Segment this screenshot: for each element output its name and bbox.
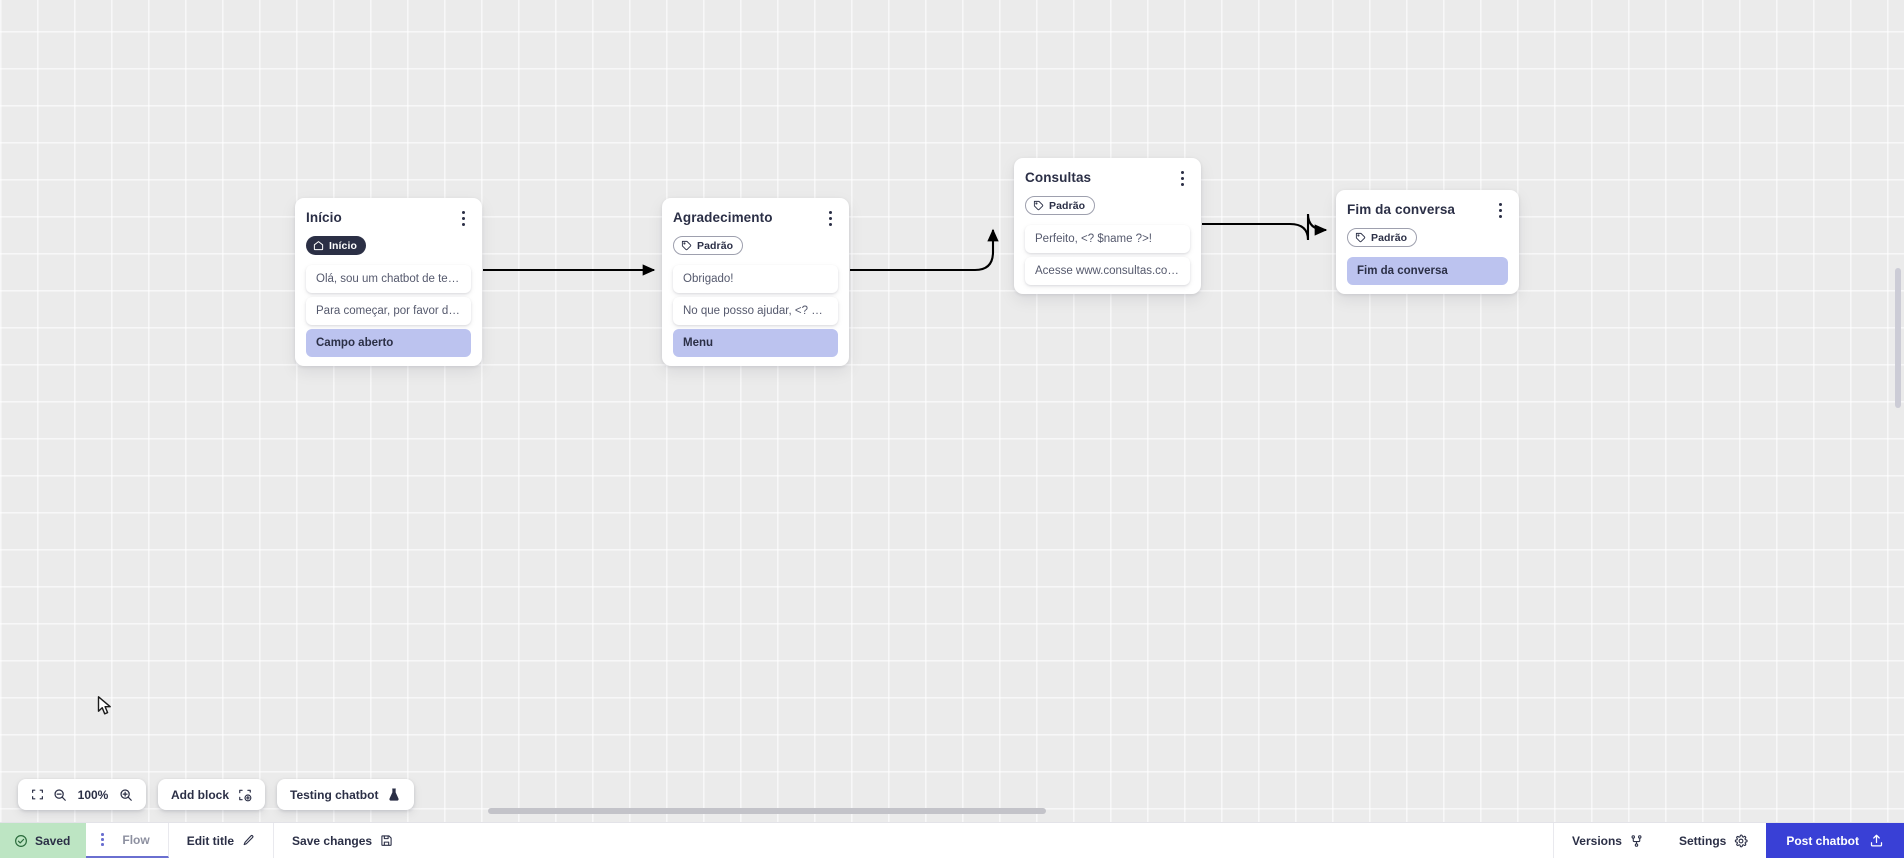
status-bar-spacer — [411, 823, 1553, 858]
flow-node-fim-da-conversa[interactable]: Fim da conversa Padrão Fim da conversa — [1336, 190, 1519, 294]
status-bar: Saved Flow Edit title Save changes Versi… — [0, 822, 1904, 858]
versions-button[interactable]: Versions — [1554, 823, 1661, 858]
node-title: Início — [306, 210, 342, 225]
status-bar-right: Versions Settings Post chatbot — [1552, 823, 1904, 858]
edit-title-label: Edit title — [186, 833, 235, 848]
node-menu-button[interactable] — [1174, 169, 1190, 187]
save-changes-button[interactable]: Save changes — [274, 823, 411, 858]
node-badge-label: Padrão — [1371, 231, 1408, 244]
save-disk-icon — [381, 835, 392, 846]
zoom-out-icon[interactable] — [53, 788, 67, 802]
add-block-label: Add block — [171, 787, 230, 802]
add-block-button[interactable]: Add block — [158, 779, 266, 810]
zoom-in-icon[interactable] — [119, 788, 133, 802]
node-header: Agradecimento — [673, 209, 838, 227]
node-header: Consultas — [1025, 169, 1190, 187]
edge-agradecimento-consultas — [850, 228, 999, 272]
node-menu-button[interactable] — [822, 209, 838, 227]
settings-button[interactable]: Settings — [1661, 823, 1766, 858]
zoom-level-label: 100% — [77, 787, 109, 802]
edit-title-button[interactable]: Edit title — [169, 823, 275, 858]
post-chatbot-button[interactable]: Post chatbot — [1766, 823, 1904, 858]
node-header: Início — [306, 209, 471, 227]
tag-icon — [1033, 200, 1044, 211]
node-badge-label: Padrão — [1049, 199, 1086, 212]
node-badge-row: Padrão — [1025, 196, 1190, 216]
node-rows: Olá, sou um chatbot de teste! Para começ… — [306, 265, 471, 357]
node-title: Fim da conversa — [1347, 202, 1456, 217]
zoom-controls[interactable]: 100% — [18, 779, 146, 810]
node-badge-row: Padrão — [1347, 228, 1508, 248]
gear-icon — [1735, 833, 1749, 847]
pencil-icon — [243, 835, 254, 846]
flow-canvas[interactable]: Início Início Olá, sou um chatbot de tes… — [0, 0, 1904, 822]
flow-node-consultas[interactable]: Consultas Padrão Perfeito, <? $name ?>! … — [1014, 158, 1201, 294]
node-title: Agradecimento — [673, 210, 773, 225]
branch-icon — [1631, 834, 1642, 847]
node-badge-padrao[interactable]: Padrão — [1347, 228, 1418, 247]
versions-label: Versions — [1571, 833, 1622, 848]
node-rows: Perfeito, <? $name ?>! Acesse www.consul… — [1025, 225, 1190, 285]
flask-icon — [389, 788, 400, 801]
node-row[interactable]: Obrigado! — [673, 265, 838, 293]
node-row-highlight[interactable]: Campo aberto — [306, 329, 471, 357]
canvas-toolbar: 100% Add block Testing chatbot — [18, 779, 415, 810]
node-badge-padrao[interactable]: Padrão — [673, 236, 744, 255]
node-row[interactable]: Acesse www.consultas.com par... — [1025, 257, 1190, 285]
flow-node-agradecimento[interactable]: Agradecimento Padrão Obrigado! No que po… — [662, 198, 849, 366]
node-badge-label: Padrão — [697, 239, 734, 252]
flow-node-inicio[interactable]: Início Início Olá, sou um chatbot de tes… — [295, 198, 482, 366]
node-row[interactable]: No que posso ajudar, <? $name ... — [673, 297, 838, 325]
fit-screen-icon[interactable] — [31, 788, 44, 801]
node-rows: Fim da conversa — [1347, 257, 1508, 285]
kebab-icon[interactable] — [96, 833, 108, 846]
saved-status[interactable]: Saved — [0, 823, 87, 858]
node-row[interactable]: Perfeito, <? $name ?>! — [1025, 225, 1190, 253]
node-badge-inicio[interactable]: Início — [306, 236, 367, 255]
post-chatbot-label: Post chatbot — [1786, 833, 1859, 848]
node-rows: Obrigado! No que posso ajudar, <? $name … — [673, 265, 838, 357]
upload-icon — [1870, 834, 1883, 847]
testing-chatbot-label: Testing chatbot — [290, 787, 379, 802]
tag-icon — [681, 240, 692, 251]
tab-flow[interactable]: Flow — [86, 823, 169, 858]
node-menu-button[interactable] — [1492, 201, 1508, 219]
flow-connectors — [483, 213, 1328, 276]
node-row[interactable]: Para começar, por favor digite o ... — [306, 297, 471, 325]
node-badge-row: Padrão — [673, 236, 838, 256]
node-badge-row: Início — [306, 236, 471, 256]
horizontal-scrollbar[interactable] — [488, 808, 1046, 814]
settings-label: Settings — [1678, 833, 1727, 848]
testing-chatbot-button[interactable]: Testing chatbot — [277, 779, 415, 810]
node-row[interactable]: Olá, sou um chatbot de teste! — [306, 265, 471, 293]
node-row-highlight[interactable]: Menu — [673, 329, 838, 357]
vertical-scrollbar[interactable] — [1895, 268, 1901, 408]
tag-icon — [1355, 232, 1366, 243]
add-block-icon — [239, 789, 252, 801]
node-menu-button[interactable] — [455, 209, 471, 227]
save-changes-label: Save changes — [292, 833, 373, 848]
node-header: Fim da conversa — [1347, 201, 1508, 219]
flow-tab-label: Flow — [122, 832, 150, 847]
check-circle-icon — [15, 834, 27, 847]
node-badge-label: Início — [329, 239, 358, 252]
node-badge-padrao[interactable]: Padrão — [1025, 196, 1096, 215]
node-row-highlight[interactable]: Fim da conversa — [1347, 257, 1508, 285]
node-title: Consultas — [1025, 170, 1092, 185]
saved-label: Saved — [35, 833, 71, 848]
edge-consultas-fim — [1202, 213, 1328, 241]
home-icon — [313, 241, 324, 251]
